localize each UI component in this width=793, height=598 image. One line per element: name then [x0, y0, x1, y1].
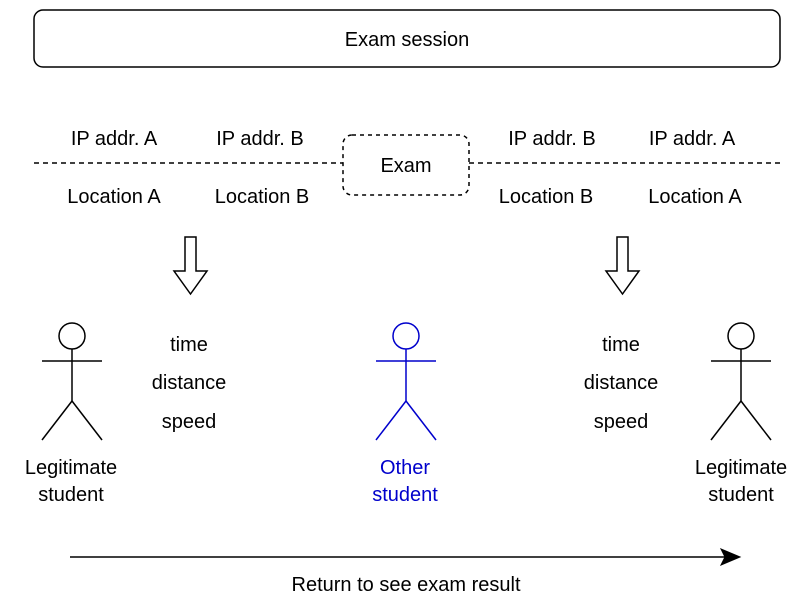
left-location-first: Location A [67, 186, 161, 208]
left-ip-second: IP addr. B [216, 128, 303, 150]
left-actor-label-line1: Legitimate [25, 457, 117, 479]
right-metric-speed: speed [594, 411, 649, 433]
exam-session-frame [33, 9, 781, 68]
return-arrow [70, 548, 742, 566]
exam-session-title: Exam session [345, 29, 470, 51]
exam-box-frame [342, 134, 470, 196]
right-location-second: Location A [648, 186, 742, 208]
right-ip-first: IP addr. B [508, 128, 595, 150]
middle-actor-label-line2: student [372, 484, 438, 506]
right-metric-distance: distance [584, 372, 659, 394]
right-ip-second: IP addr. A [649, 128, 736, 150]
left-location-second: Location B [215, 186, 310, 208]
return-arrow-head-icon [719, 548, 742, 566]
exam-session-box: Exam session [33, 9, 781, 68]
left-ip-first: IP addr. A [71, 128, 158, 150]
exam-box: Exam [342, 134, 470, 196]
middle-actor-label-line1: Other [380, 457, 430, 479]
legitimate-student-left-icon [41, 322, 103, 441]
right-metric-time: time [602, 334, 640, 356]
return-label: Return to see exam result [292, 574, 521, 596]
down-arrow-icon-left [172, 236, 209, 296]
left-metric-time: time [170, 334, 208, 356]
down-arrow-icon-right [604, 236, 641, 296]
left-metric-distance: distance [152, 372, 227, 394]
left-metric-speed: speed [162, 411, 217, 433]
left-actor-label-line2: student [38, 484, 104, 506]
legitimate-student-right-icon [710, 322, 772, 441]
right-location-first: Location B [499, 186, 594, 208]
right-actor-label-line2: student [708, 484, 774, 506]
exam-label: Exam [380, 155, 431, 177]
other-student-icon [375, 322, 437, 441]
right-actor-label-line1: Legitimate [695, 457, 787, 479]
